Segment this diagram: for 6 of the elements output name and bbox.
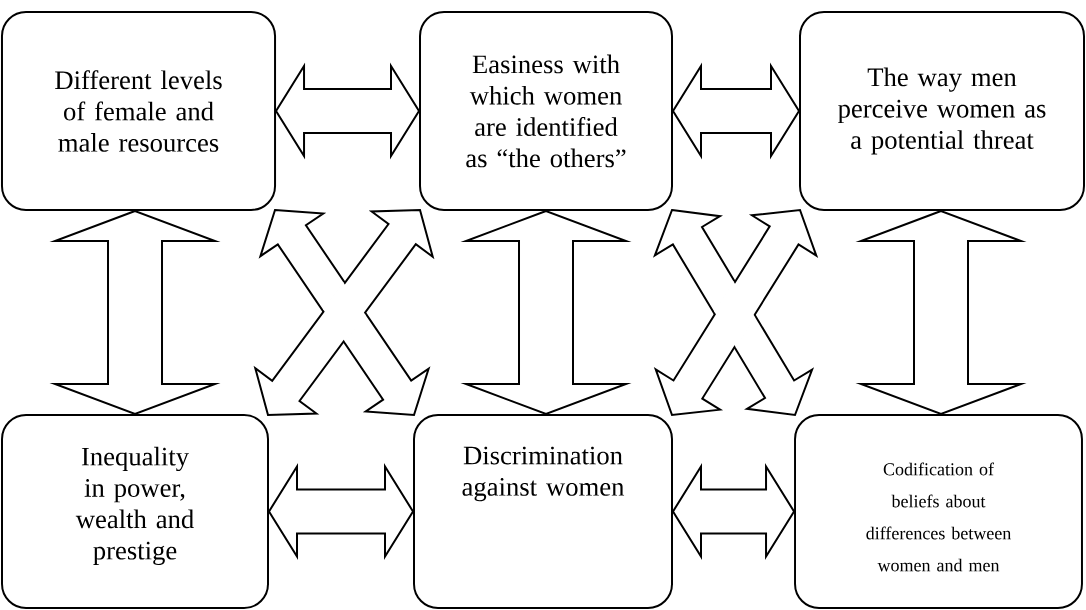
- process-box: Different levels of female and male resources: [1, 11, 277, 211]
- process-box: Easiness with which women are identified as “the others”: [419, 11, 673, 211]
- process-box: Codification of beliefs about differences between women and men: [794, 413, 1083, 609]
- process-box: Discrimination against women: [413, 413, 673, 609]
- process-box: The way men perceive women as a potential threat: [799, 11, 1085, 211]
- process-box: Inequality in power, wealth and prestige: [1, 413, 269, 609]
